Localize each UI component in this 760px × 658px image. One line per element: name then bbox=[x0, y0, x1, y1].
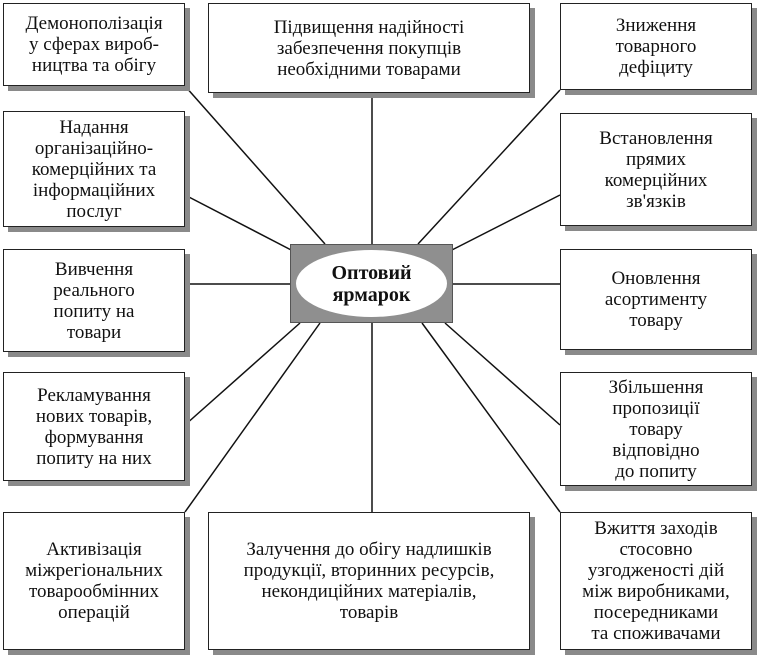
connector-right-4 bbox=[444, 322, 561, 426]
box-supply-reliability: Підвищення надійності забезпечення покуп… bbox=[208, 3, 530, 93]
box-demonopolization: Демонополізація у сферах вироб- ництва т… bbox=[3, 3, 185, 86]
box-advertising: Рекламування нових товарів, формування п… bbox=[3, 372, 185, 481]
connector-left-2 bbox=[184, 194, 296, 253]
box-direct-links: Встановлення прямих комерційних зв'язків bbox=[560, 113, 752, 226]
center-label: Оптовий ярмарок bbox=[296, 250, 447, 317]
connector-left-4 bbox=[184, 322, 301, 426]
box-assortment-update: Оновлення асортименту товару bbox=[560, 249, 752, 350]
connector-top-right bbox=[417, 89, 561, 245]
center-frame: Оптовий ярмарок bbox=[290, 244, 453, 323]
connector-right-2 bbox=[447, 194, 561, 253]
box-supply-increase: Збільшення пропозиції товару відповідно … bbox=[560, 372, 752, 486]
box-coordination-measures: Вжиття заходів стосовно узгодженості дій… bbox=[560, 512, 752, 650]
connector-top-left bbox=[184, 85, 326, 245]
box-interregional-activation: Активізація міжрегіональних товарообмінн… bbox=[3, 512, 185, 650]
box-surplus-involvement: Залучення до обігу надлишків продукції, … bbox=[208, 512, 530, 650]
box-deficit-reduction: Зниження товарного дефіциту bbox=[560, 3, 752, 90]
box-demand-study: Вивчення реального попиту на товари bbox=[3, 249, 185, 352]
connector-bottom-right bbox=[421, 322, 561, 513]
connector-bottom-left bbox=[184, 322, 321, 513]
box-organizational-services: Надання організаційно- комерційних та ін… bbox=[3, 111, 185, 227]
